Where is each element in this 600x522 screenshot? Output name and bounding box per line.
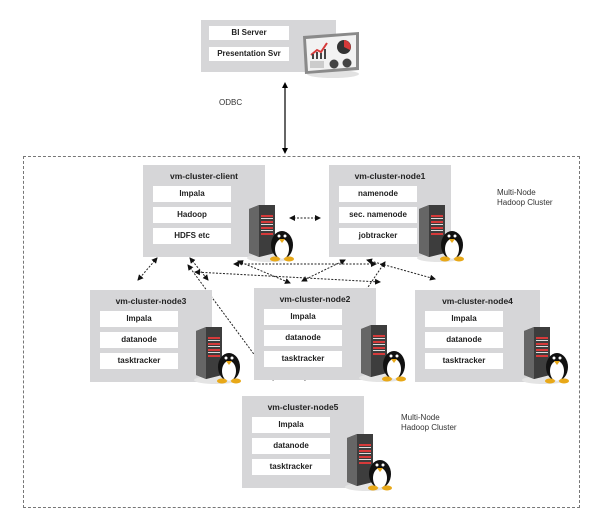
- linux-penguin-icon: [545, 353, 569, 384]
- cluster-label-line1: Multi-Node: [497, 188, 536, 197]
- service-box: datanode: [252, 438, 330, 454]
- service-box: jobtracker: [339, 228, 417, 244]
- service-box: tasktracker: [425, 353, 503, 369]
- service-box: tasktracker: [252, 459, 330, 475]
- service-box: Impala: [425, 311, 503, 327]
- service-box: namenode: [339, 186, 417, 202]
- server-icon: [245, 203, 295, 262]
- server-icon: [520, 325, 570, 384]
- server-icon: [343, 432, 393, 491]
- odbc-arrow: [282, 82, 288, 154]
- bi-server-service: BI Server: [209, 26, 289, 40]
- hadoop-cluster-boundary: [23, 156, 580, 508]
- service-box: Impala: [252, 417, 330, 433]
- odbc-label: ODBC: [219, 98, 243, 107]
- cluster-label-line2: Hadoop Cluster: [401, 423, 457, 432]
- linux-penguin-icon: [270, 231, 294, 262]
- linux-penguin-icon: [368, 460, 392, 491]
- connection-arrow: [189, 257, 209, 281]
- service-box: Impala: [264, 309, 342, 325]
- connection-arrow: [194, 269, 381, 285]
- node-name: vm-cluster-node2: [279, 294, 351, 304]
- cluster-label-line1: Multi-Node: [401, 413, 440, 422]
- service-box: sec. namenode: [339, 207, 417, 223]
- node-name: vm-cluster-node4: [442, 296, 513, 306]
- cluster-label-line2: Hadoop Cluster: [497, 198, 553, 207]
- cluster-label: Multi-Node Hadoop Cluster: [497, 188, 553, 208]
- linux-penguin-icon: [440, 231, 464, 262]
- server-icon: [415, 203, 465, 262]
- service-box: HDFS etc: [153, 228, 231, 244]
- service-box: datanode: [425, 332, 503, 348]
- service-box: datanode: [100, 332, 178, 348]
- server-icon: [357, 323, 407, 382]
- service-box: datanode: [264, 330, 342, 346]
- node-name: vm-cluster-node3: [115, 296, 187, 306]
- linux-penguin-icon: [382, 351, 406, 382]
- presentation-server-service: Presentation Svr: [209, 47, 289, 61]
- cluster-label-secondary: Multi-Node Hadoop Cluster: [401, 413, 457, 433]
- dashboard-icon: [303, 32, 359, 78]
- service-box: tasktracker: [264, 351, 342, 367]
- service-box: Impala: [100, 311, 178, 327]
- service-box: tasktracker: [100, 353, 178, 369]
- node-name: vm-cluster-node1: [354, 171, 426, 181]
- node-name: vm-cluster-node5: [267, 402, 339, 412]
- node-name: vm-cluster-client: [169, 171, 239, 181]
- service-box: Hadoop: [153, 207, 231, 223]
- server-icon: [192, 325, 242, 384]
- connection-arrow: [137, 257, 158, 281]
- linux-penguin-icon: [217, 353, 241, 384]
- service-box: Impala: [153, 186, 231, 202]
